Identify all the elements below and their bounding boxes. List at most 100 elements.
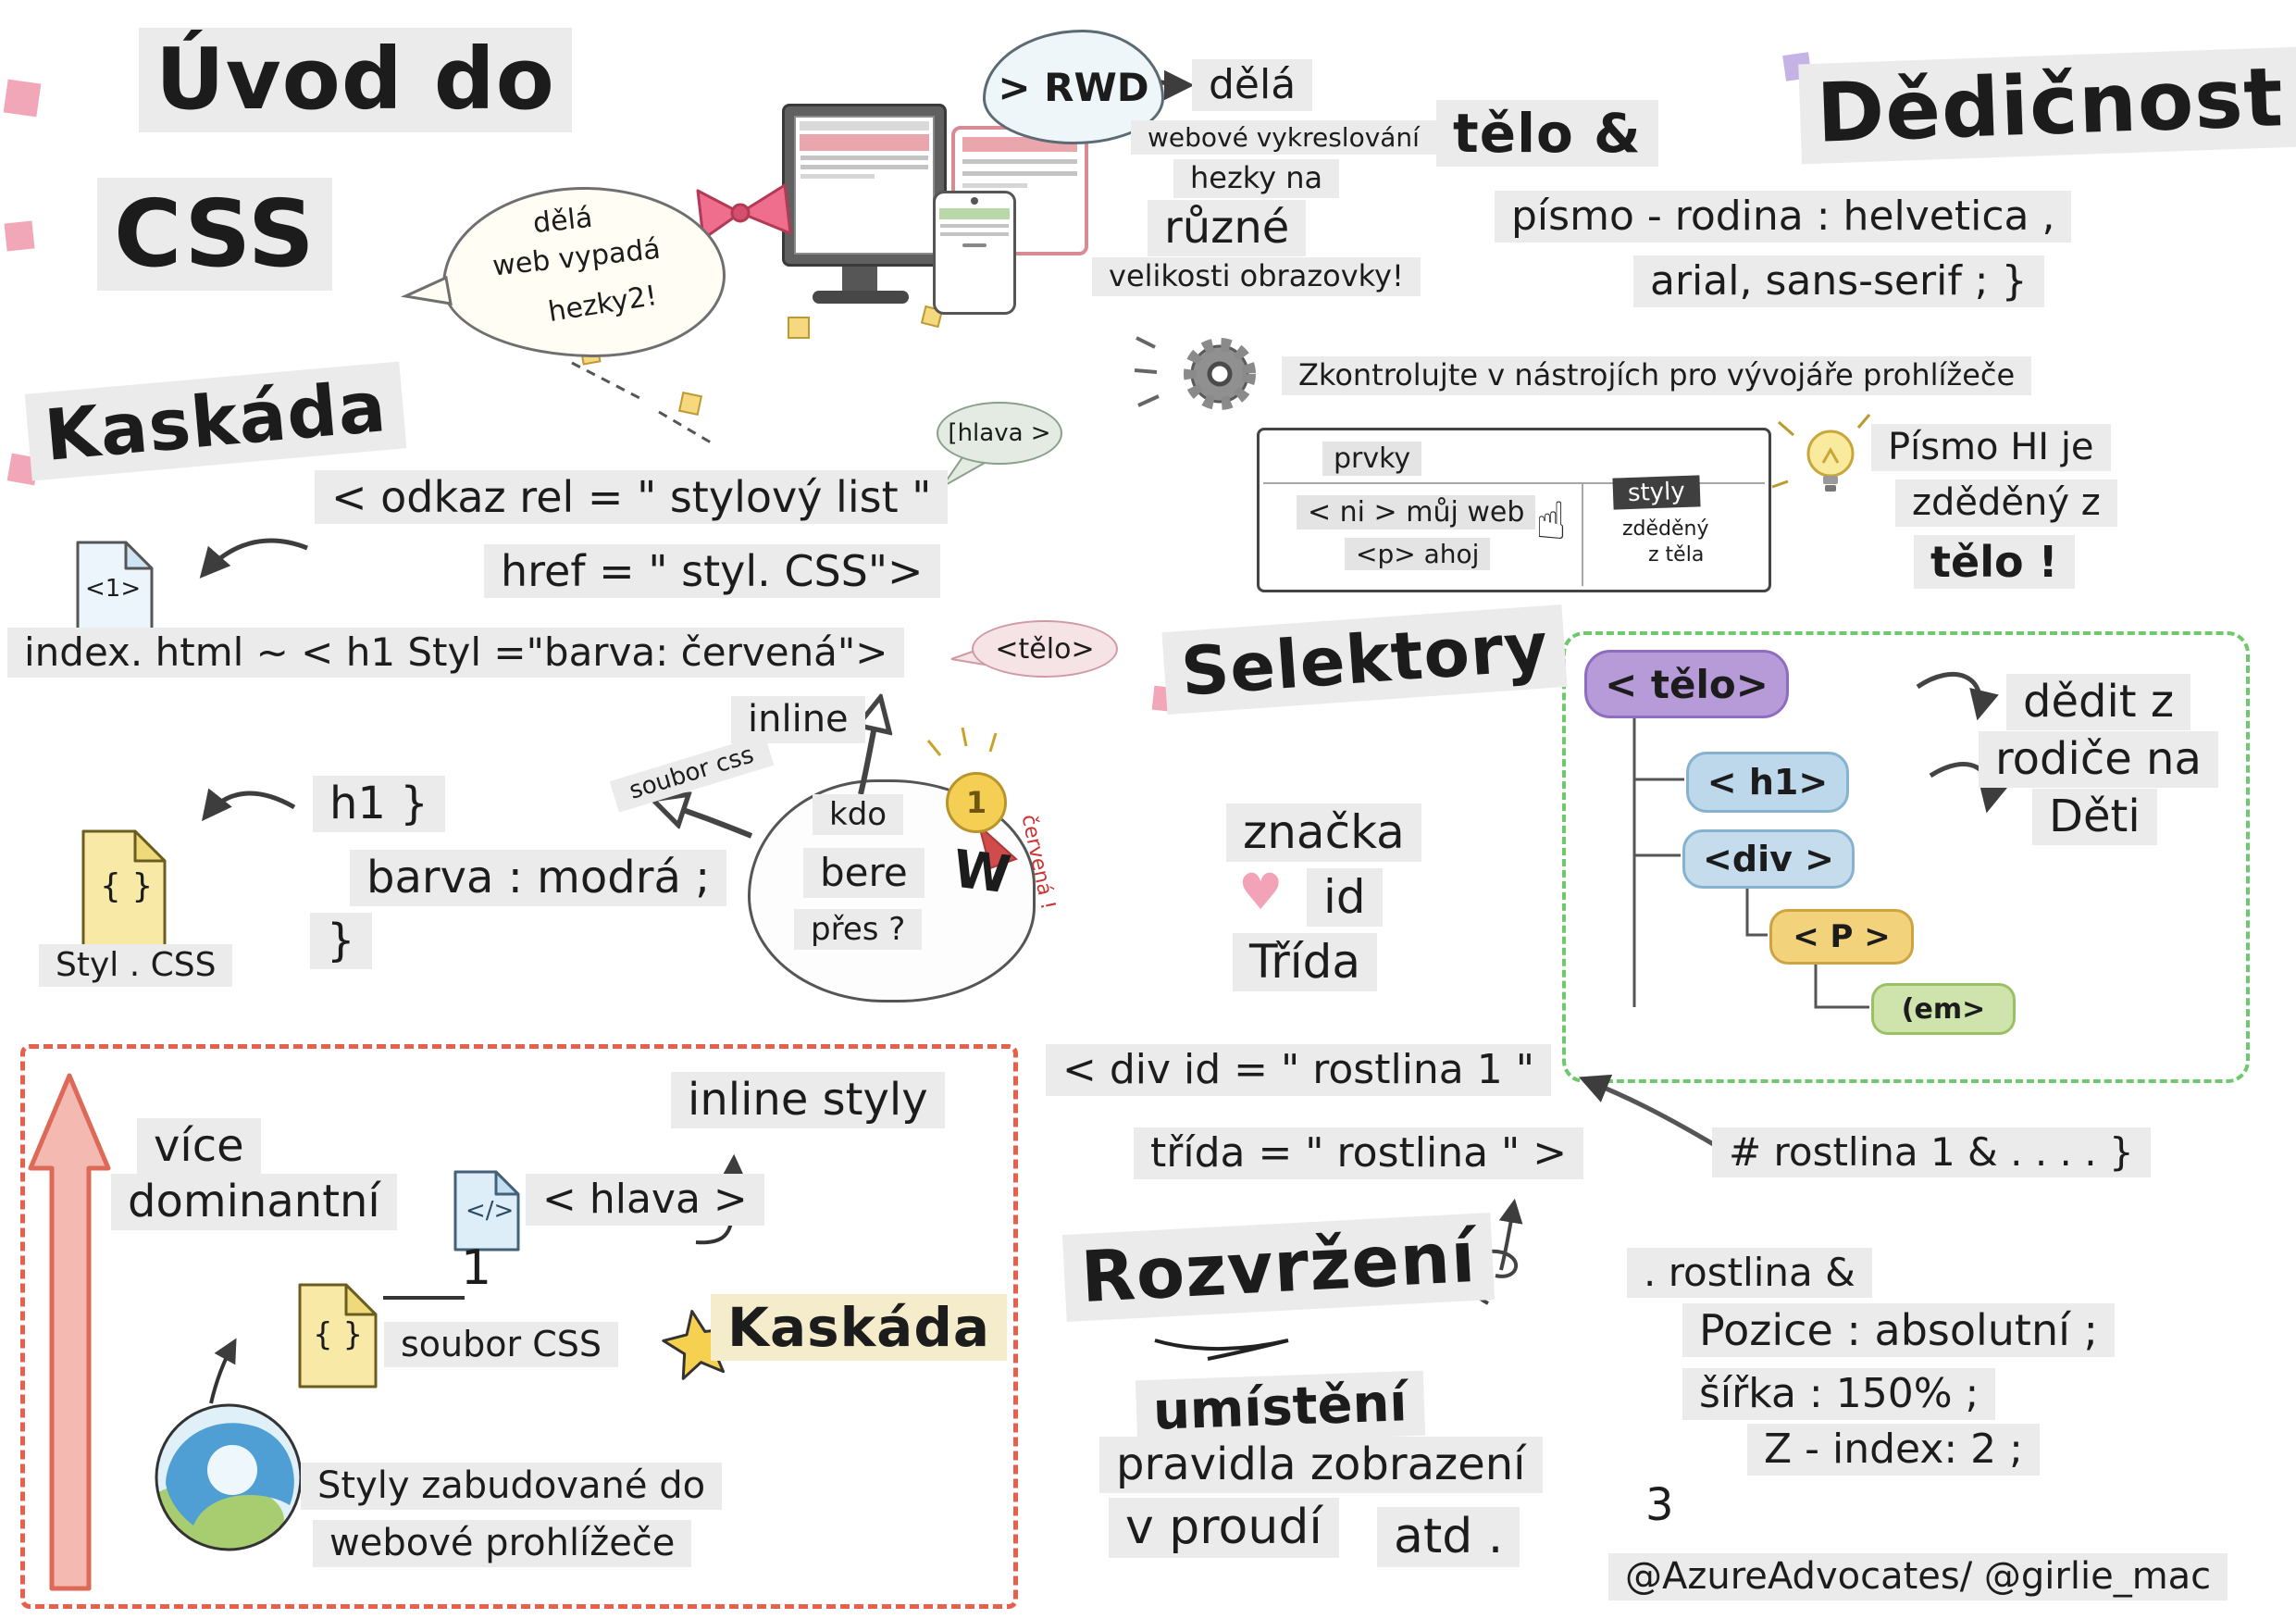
tablet-line (962, 183, 1027, 188)
rwd-line4: velikosti obrazovky! (1092, 257, 1421, 296)
dashed-decoration (658, 410, 712, 444)
priority-one: 1 (461, 1240, 492, 1296)
blob-w-letter: W (949, 839, 1014, 906)
phone-sketch (933, 191, 1016, 315)
tree-node-em: (em> (1871, 983, 2016, 1035)
closing-brace: } (310, 913, 372, 969)
sparkle-line (961, 727, 968, 747)
tablet-line (962, 159, 1077, 164)
sparkle-line (926, 740, 942, 756)
phone-camera-dot (971, 197, 978, 205)
soubor-css-file-name: soubor CSS (384, 1322, 618, 1367)
selektory-item-znacka: značka (1226, 803, 1421, 862)
soubor-css-label: soubor css (609, 734, 774, 813)
css-file-braces: { } (100, 867, 154, 905)
gear-icon (1184, 338, 1256, 410)
more-dominant-line2: dominantní (111, 1174, 397, 1230)
devtools-inherited-line1: zděděný (1622, 517, 1709, 541)
css-file-icon (81, 829, 167, 948)
yellow-accent-square (788, 317, 810, 339)
browser-styles-line1: Styly zabudované do (301, 1463, 723, 1511)
css-file-name: Styl . CSS (39, 944, 233, 988)
tip-line3: tělo ! (1914, 535, 2075, 590)
html-doc-icon (76, 541, 154, 631)
blob-line3: přes ? (794, 909, 923, 951)
tablet-line (962, 171, 1077, 176)
soubor-file-braces: { } (313, 1316, 364, 1353)
speech-bubble-makes-web (442, 187, 726, 357)
sirka-code: šířka : 150% ; (1682, 1368, 1996, 1420)
gear-motion-line (1136, 336, 1156, 349)
soubor-css-file-icon (298, 1283, 378, 1389)
h1-to-file-curl-arrow (201, 788, 296, 822)
heading-scribble (1154, 1339, 1289, 1361)
head-file-icon (453, 1170, 520, 1252)
umisteni-label: umístění (1135, 1370, 1425, 1446)
rwd-line3: různé (1148, 200, 1307, 256)
rwd-line2: hezky na (1173, 159, 1340, 198)
telo-bubble: <tělo> (972, 620, 1118, 678)
tree-node-div: <div > (1682, 829, 1855, 889)
browser-icon (155, 1403, 303, 1551)
devtools-row-myweb: < ni > můj web (1297, 495, 1536, 529)
lightbulb-ray (1771, 479, 1789, 489)
inline-styly-label: inline styly (671, 1072, 945, 1128)
devtools-divider-h (1263, 482, 1765, 484)
link-rel-code: < odkaz rel = " stylový list " (315, 470, 949, 525)
screen-line (800, 156, 928, 160)
yellow-accent-square (677, 391, 703, 417)
lightbulb-ray (1778, 420, 1794, 437)
heart-icon: ♥ (1238, 863, 1284, 921)
screen-line (800, 165, 928, 169)
gear-motion-line (1134, 368, 1158, 374)
tree-note-line3: Děti (2032, 789, 2157, 845)
zindex-code: Z - index: 2 ; (1747, 1424, 2040, 1476)
phone-home-line (962, 243, 987, 247)
inheritance-tree-box (1562, 631, 2250, 1083)
div-id-code-line2: třída = " rostlina " > (1134, 1127, 1584, 1179)
dedicnost-code2: arial, sans-serif ; } (1633, 255, 2044, 307)
devtools-styles-badge: styly (1612, 475, 1701, 510)
pozice-code: Pozice : absolutní ; (1682, 1303, 2116, 1358)
tree-note-line2: rodiče na (1979, 731, 2218, 788)
h1-code: h1 } (313, 776, 445, 832)
selektory-item-trida: Třída (1233, 933, 1378, 991)
head-file-code-label: </> (465, 1197, 515, 1225)
monitor-sketch (782, 104, 947, 267)
div-id-code-line1: < div id = " rostlina 1 " (1046, 1044, 1551, 1096)
hlava-bubble: [hlava > (937, 402, 1062, 465)
rozvrzeni-heading: Rozvržení (1061, 1212, 1496, 1322)
devtools-note: Zkontrolujte v nástrojích pro vývojáře p… (1282, 356, 2032, 395)
atd-label: atd . (1377, 1507, 1520, 1568)
devtools-row-ahoj: <p> ahoj (1345, 538, 1491, 570)
dedicnost-code1: písmo - rodina : helvetica , (1495, 191, 2072, 243)
pointer-hand-icon: ☝ (1535, 492, 1568, 552)
kaskada-heading: Kaskáda (24, 361, 407, 481)
page-title-line1: Úvod do (139, 28, 572, 132)
monitor-screen (794, 116, 935, 255)
dedicnost-heading: Dědičnost (1798, 46, 2296, 165)
tree-node-h1: < h1> (1686, 752, 1849, 813)
gear-motion-line (1137, 394, 1160, 407)
pink-accent-square (4, 220, 35, 252)
cascade-priority-box (20, 1044, 1018, 1609)
doc-to-link-curl-arrow (199, 538, 308, 579)
barva-modra-code: barva : modrá ; (350, 850, 727, 906)
rule-closing-brace: 3 (1645, 1479, 1674, 1531)
devtools-tab-prvky: prvky (1322, 442, 1422, 476)
link-href-code: href = " styl. CSS"> (484, 544, 940, 599)
sparkle-line (988, 732, 998, 753)
dashed-decoration (571, 361, 644, 402)
pravidla-label: pravidla zobrazení (1099, 1437, 1543, 1493)
rwd-line1: webové vykreslování (1131, 120, 1436, 156)
hlava-label: < hlava > (526, 1174, 764, 1226)
phone-line (940, 232, 1009, 236)
phone-line (940, 224, 1009, 228)
tree-node-telo: < tělo> (1584, 650, 1789, 718)
tip-line2: zděděný z (1895, 479, 2117, 528)
devtools-inherited-line2: z těla (1648, 543, 1705, 567)
tree-note-line1: dědit z (2006, 674, 2191, 730)
tip-line1: Písmo HI je (1871, 424, 2111, 472)
id-rule-code: # rostlina 1 & . . . . } (1712, 1127, 2151, 1177)
screen-banner (800, 134, 929, 151)
